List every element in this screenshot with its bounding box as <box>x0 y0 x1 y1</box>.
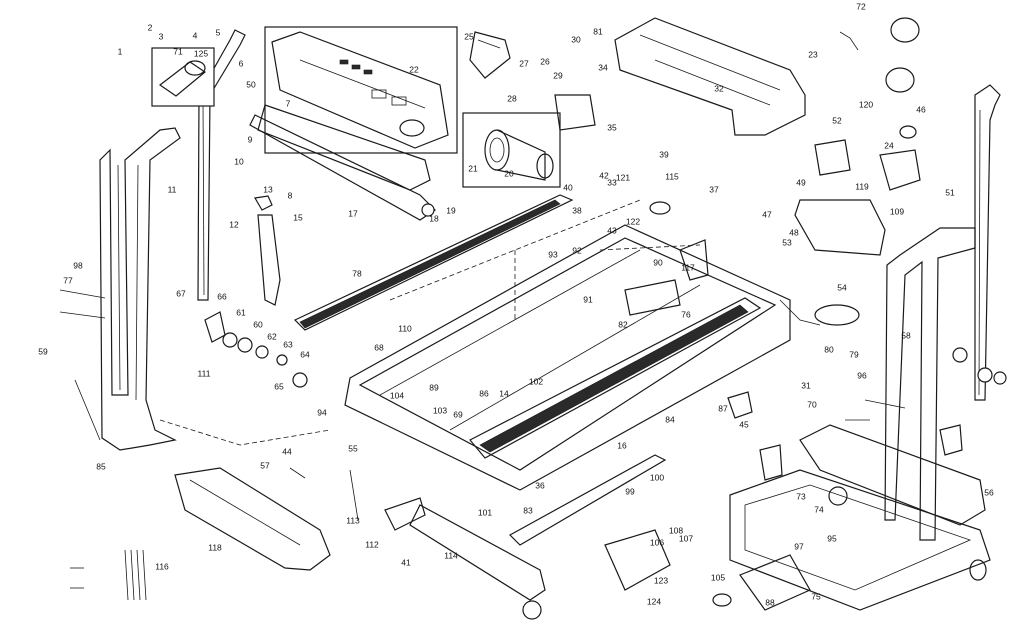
deck-frame <box>159 194 791 491</box>
left-upright-assembly <box>99 29 246 451</box>
right-upright-assembly <box>729 84 1001 611</box>
rear-roller-and-base <box>174 454 987 620</box>
console-assembly <box>249 26 458 221</box>
hardware-items <box>59 17 1007 607</box>
motor-hood <box>614 17 806 136</box>
motor-pulley-inset <box>462 31 561 188</box>
